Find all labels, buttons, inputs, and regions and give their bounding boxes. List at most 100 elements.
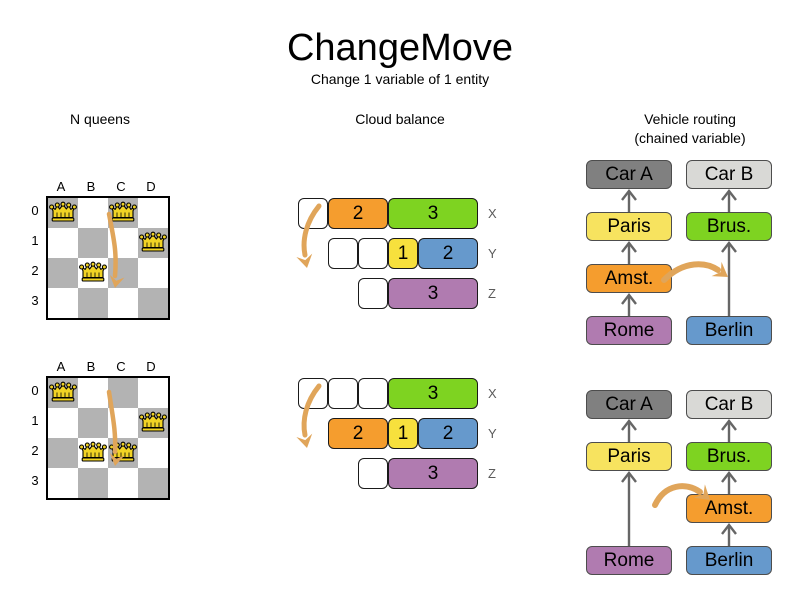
routing-node-berlin[interactable]: Berlin [686,546,772,575]
cloud-row-label-y: Y [488,426,497,441]
cloud-process-y-0[interactable]: 2 [328,418,388,449]
rank-label-1: 1 [31,233,39,248]
queen-piece-B2[interactable] [78,258,108,288]
board-cell-C2[interactable] [108,258,138,288]
cloud-free-capacity-x-0[interactable] [298,198,328,229]
rank-label-3: 3 [31,293,39,308]
routing-node-amst[interactable]: Amst. [586,264,672,293]
cloud-row-label-x: X [488,206,497,221]
file-label-A: A [56,359,66,374]
board-cell-B1[interactable] [78,408,108,438]
board-cell-C1[interactable] [108,228,138,258]
cloud-process-y-2[interactable]: 2 [418,418,478,449]
cloud-process-y-3[interactable]: 2 [418,238,478,269]
cloud-process-z-1[interactable]: 3 [388,278,478,309]
cloud-process-x-1[interactable]: 2 [328,198,388,229]
cloud-free-capacity-x-2[interactable] [358,378,388,409]
board-cell-D2[interactable] [138,258,168,288]
board-cell-B3[interactable] [78,468,108,498]
section-title-nqueens: N queens [70,111,130,127]
routing-node-rome[interactable]: Rome [586,316,672,345]
board-cell-C3[interactable] [108,468,138,498]
board-grid[interactable] [46,376,170,500]
board-cell-A3[interactable] [48,468,78,498]
routing-node-amst[interactable]: Amst. [686,494,772,523]
cloud-computer-row-x[interactable]: 3 [298,378,478,409]
cloud-free-capacity-z-0[interactable] [358,458,388,489]
routing-node-paris[interactable]: Paris [586,442,672,471]
routing-node-carB[interactable]: Car B [686,390,772,419]
routing-node-paris[interactable]: Paris [586,212,672,241]
board-cell-B1[interactable] [78,228,108,258]
queen-piece-A0[interactable] [48,198,78,228]
queen-piece-C2[interactable] [108,438,138,468]
queen-piece-B2[interactable] [78,438,108,468]
rank-label-0: 0 [31,383,39,398]
cloud-process-x-3[interactable]: 3 [388,378,478,409]
board-cell-D3[interactable] [138,288,168,318]
cloud-process-y-1[interactable]: 1 [388,418,418,449]
routing-node-rome[interactable]: Rome [586,546,672,575]
queen-piece-C0[interactable] [108,198,138,228]
routing-node-brus[interactable]: Brus. [686,212,772,241]
board-cell-B0[interactable] [78,378,108,408]
cloud-process-x-2[interactable]: 3 [388,198,478,229]
rank-label-0: 0 [31,203,39,218]
routing-node-carA[interactable]: Car A [586,390,672,419]
board-cell-D2[interactable] [138,438,168,468]
board-cell-A2[interactable] [48,438,78,468]
queen-piece-A0[interactable] [48,378,78,408]
board-cell-D3[interactable] [138,468,168,498]
section-title-vehicle-routing: Vehicle routing (chained variable) [600,110,780,148]
board-grid[interactable] [46,196,170,320]
routing-node-carB[interactable]: Car B [686,160,772,189]
board-cell-A1[interactable] [48,228,78,258]
page-subtitle: Change 1 variable of 1 entity [310,71,490,87]
cloud-row-label-y: Y [488,246,497,261]
rank-label-3: 3 [31,473,39,488]
board-cell-A2[interactable] [48,258,78,288]
board-cell-D0[interactable] [138,198,168,228]
board-cell-C0[interactable] [108,378,138,408]
board-cell-B3[interactable] [78,288,108,318]
cloud-free-capacity-y-1[interactable] [358,238,388,269]
queen-piece-D1[interactable] [138,408,168,438]
board-cell-D0[interactable] [138,378,168,408]
cloud-free-capacity-z-0[interactable] [358,278,388,309]
file-label-D: D [146,359,156,374]
routing-node-brus[interactable]: Brus. [686,442,772,471]
board-cell-A1[interactable] [48,408,78,438]
board-cell-C1[interactable] [108,408,138,438]
file-label-A: A [56,179,66,194]
file-label-C: C [116,359,126,374]
board-cell-B0[interactable] [78,198,108,228]
rank-label-2: 2 [31,443,39,458]
cloud-row-label-z: Z [488,466,496,481]
board-cell-C3[interactable] [108,288,138,318]
cloud-computer-row-z[interactable]: 3 [358,278,478,309]
board-cell-A3[interactable] [48,288,78,318]
queen-piece-D1[interactable] [138,228,168,258]
routing-node-carA[interactable]: Car A [586,160,672,189]
section-title-vehicle-routing-line2: (chained variable) [634,130,746,146]
cloud-free-capacity-x-0[interactable] [298,378,328,409]
cloud-free-capacity-y-0[interactable] [328,238,358,269]
section-title-cloud-balance: Cloud balance [355,111,445,127]
cloud-process-z-1[interactable]: 3 [388,458,478,489]
cloud-free-capacity-x-1[interactable] [328,378,358,409]
page-title: ChangeMove [286,27,514,69]
file-label-B: B [86,179,96,194]
routing-node-berlin[interactable]: Berlin [686,316,772,345]
cloud-computer-row-z[interactable]: 3 [358,458,478,489]
cloud-process-y-2[interactable]: 1 [388,238,418,269]
